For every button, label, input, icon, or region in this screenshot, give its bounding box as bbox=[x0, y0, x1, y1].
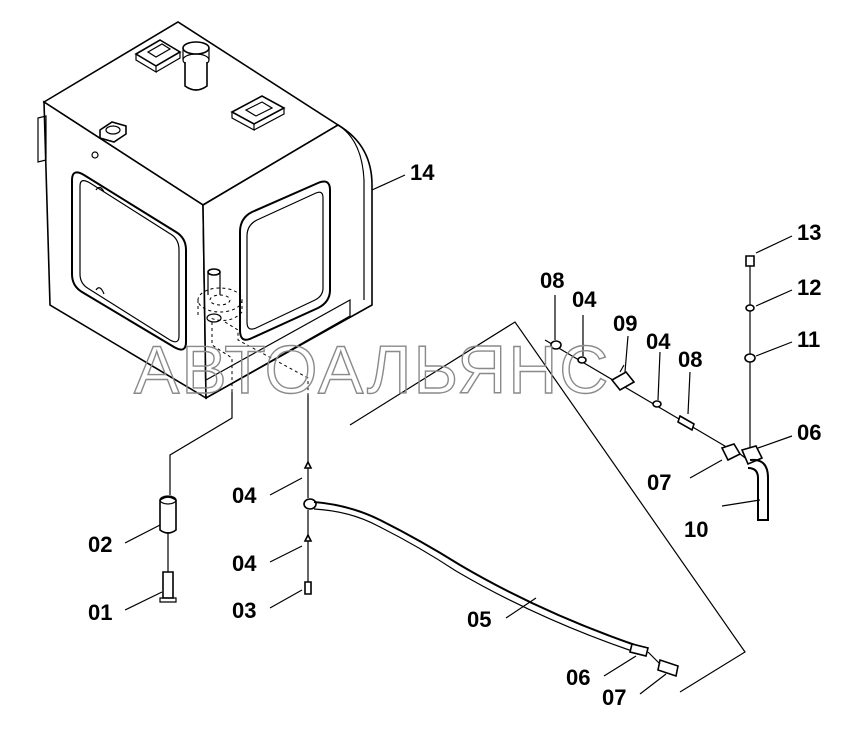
hose-connection-line bbox=[303, 395, 317, 595]
part-label-09: 09 bbox=[613, 311, 637, 336]
part-label-08: 08 bbox=[678, 347, 702, 372]
part-label-04: 04 bbox=[572, 287, 597, 312]
part-label-04: 04 bbox=[232, 483, 257, 508]
part-label-07: 07 bbox=[602, 685, 626, 710]
part-label-03: 03 bbox=[232, 598, 256, 623]
part-label-02: 02 bbox=[88, 532, 112, 557]
pilot-line-assembly bbox=[544, 255, 769, 521]
banjo-fitting bbox=[303, 498, 317, 510]
drain-bolt bbox=[162, 571, 174, 599]
drain-coupling bbox=[159, 496, 177, 534]
part-label-08: 08 bbox=[540, 268, 564, 293]
part-label-12: 12 bbox=[797, 275, 821, 300]
part-label-06: 06 bbox=[797, 420, 821, 445]
hose bbox=[313, 501, 679, 678]
part-label-10: 10 bbox=[684, 517, 708, 542]
hidden-line-right bbox=[224, 321, 309, 395]
leader-lines bbox=[124, 174, 793, 695]
watermark: АВТОАЛЬЯНС bbox=[134, 332, 610, 408]
part-label-07: 07 bbox=[647, 470, 671, 495]
mounting-plate-outline bbox=[349, 321, 746, 693]
part-labels: 14 13 12 11 06 10 07 08 04 09 04 08 02 0… bbox=[88, 160, 821, 710]
part-label-14: 14 bbox=[410, 160, 435, 185]
part-label-13: 13 bbox=[797, 220, 821, 245]
part-label-04: 04 bbox=[646, 329, 671, 354]
part-label-11: 11 bbox=[797, 327, 820, 352]
part-label-01: 01 bbox=[88, 600, 112, 625]
part-label-05: 05 bbox=[467, 607, 491, 632]
part-label-04: 04 bbox=[232, 551, 257, 576]
drain-line-assembly bbox=[159, 392, 233, 603]
hydraulic-tank bbox=[37, 21, 373, 400]
part-label-06: 06 bbox=[566, 665, 590, 690]
